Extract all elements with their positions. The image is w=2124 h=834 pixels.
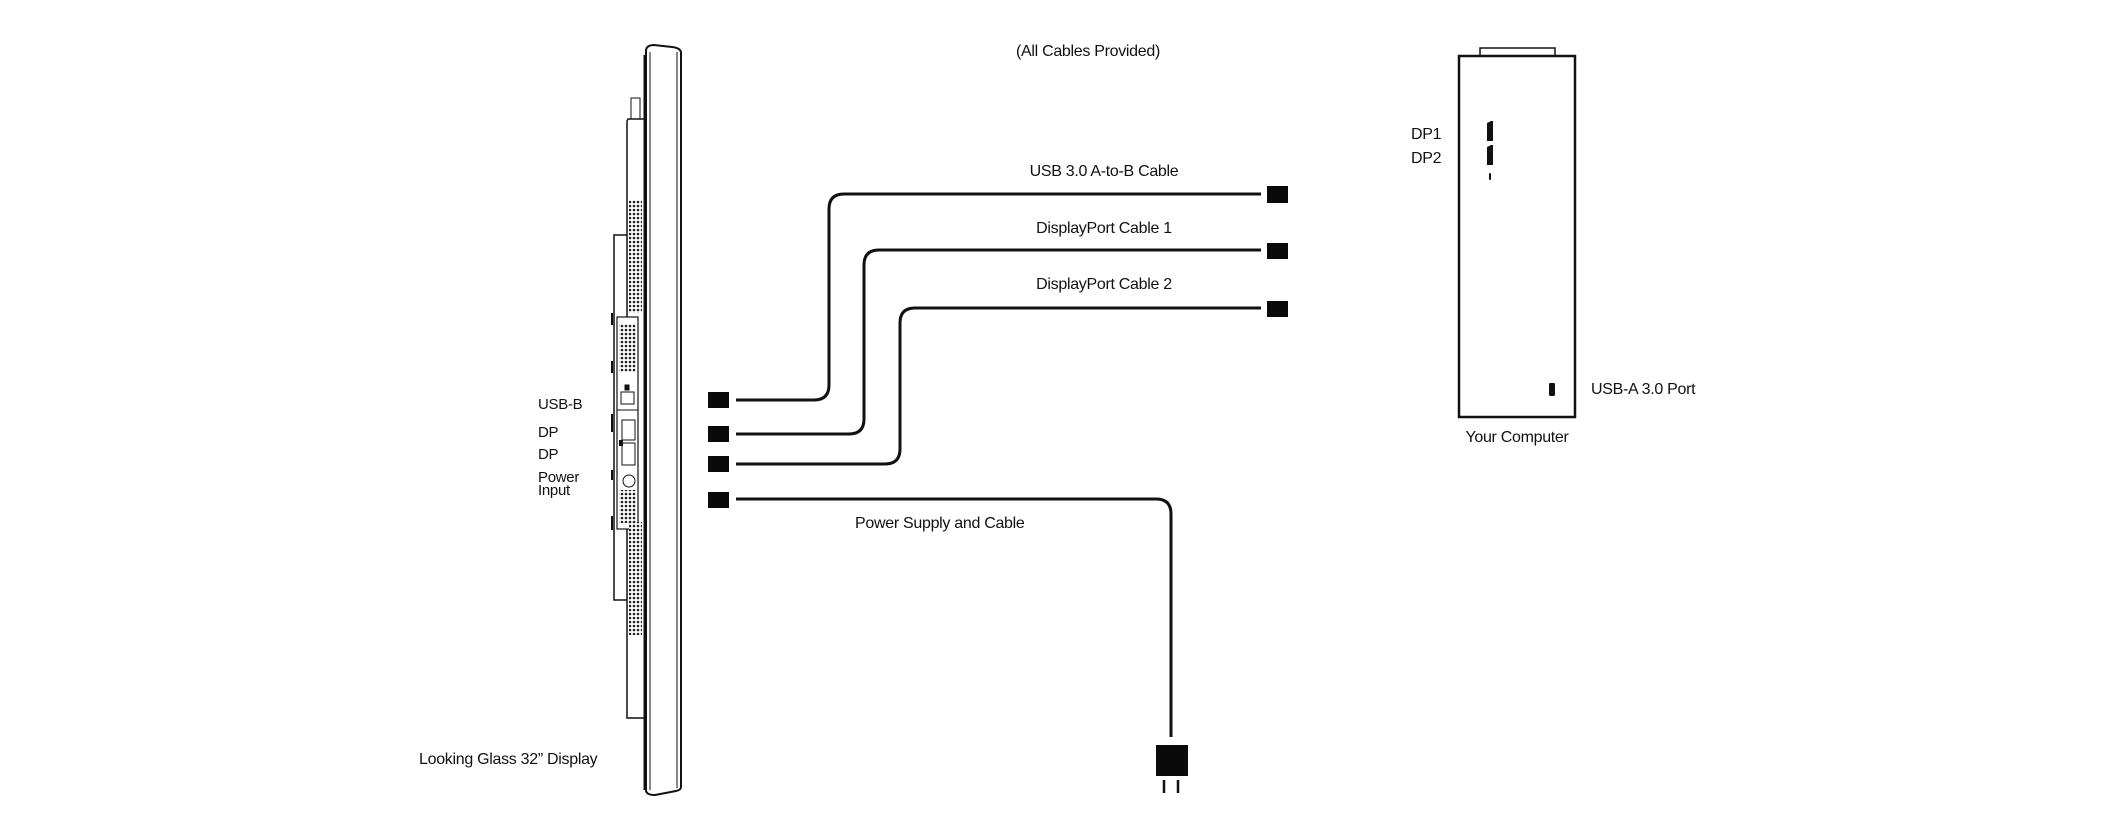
display-port-label-usb-b: USB-B bbox=[538, 396, 583, 413]
computer-dp1-port bbox=[1487, 121, 1493, 141]
display-bracket bbox=[613, 234, 627, 601]
dp-plug-2 bbox=[708, 456, 729, 472]
computer-indicator bbox=[1489, 173, 1491, 180]
dp-plug-1 bbox=[708, 426, 729, 442]
display-port-label-input: Input bbox=[538, 482, 570, 499]
wall-plug-icon bbox=[1156, 745, 1188, 793]
cable-label-dp2: DisplayPort Cable 2 bbox=[1036, 276, 1172, 293]
cable-label-dp1: DisplayPort Cable 1 bbox=[1036, 220, 1172, 237]
display-side-connectors bbox=[708, 392, 729, 508]
port-panel-vents-bottom bbox=[619, 490, 636, 523]
upper-vents bbox=[629, 200, 642, 313]
display-port-label-dp-2: DP bbox=[538, 446, 559, 463]
cable-dp1 bbox=[736, 248, 1261, 436]
display-port-label-dp-1: DP bbox=[538, 424, 559, 441]
dp2-plug bbox=[1267, 301, 1288, 317]
all-cables-note: (All Cables Provided) bbox=[1016, 43, 1160, 60]
computer-usb-a-port bbox=[1549, 383, 1555, 396]
lower-vents bbox=[629, 522, 642, 635]
dp1-plug bbox=[1267, 243, 1288, 259]
computer-name: Your Computer bbox=[1465, 429, 1569, 446]
display-dp-port-2 bbox=[621, 442, 636, 466]
cable-label-usb: USB 3.0 A-to-B Cable bbox=[1029, 163, 1179, 180]
cable-dp2 bbox=[736, 306, 1261, 466]
cable-label-power: Power Supply and Cable bbox=[855, 515, 1025, 532]
port-panel-vents-top bbox=[619, 324, 636, 372]
cable-power bbox=[736, 497, 1173, 737]
power-plug bbox=[708, 492, 729, 508]
display-back-housing bbox=[626, 118, 644, 719]
display-side-view bbox=[611, 43, 682, 797]
usb-a-plug bbox=[1267, 186, 1288, 203]
display-panel bbox=[645, 43, 682, 797]
computer-tower bbox=[1457, 47, 1577, 419]
computer-side-connectors bbox=[1267, 186, 1288, 317]
cable-usb bbox=[736, 192, 1261, 402]
computer-dp2-port bbox=[1487, 145, 1493, 165]
display-top-tab bbox=[630, 97, 641, 120]
computer-body bbox=[1457, 54, 1577, 419]
computer-port-label-dp2: DP2 bbox=[1411, 150, 1442, 167]
usb-b-plug bbox=[708, 392, 729, 408]
display-power-input-port bbox=[622, 474, 636, 488]
display-name: Looking Glass 32” Display bbox=[419, 751, 598, 768]
computer-port-label-dp1: DP1 bbox=[1411, 126, 1442, 143]
display-usb-b-port bbox=[620, 391, 635, 405]
computer-port-label-usb-a: USB-A 3.0 Port bbox=[1591, 381, 1696, 398]
display-dp-port-1 bbox=[621, 419, 636, 441]
display-port-label-power: Power bbox=[538, 469, 580, 486]
